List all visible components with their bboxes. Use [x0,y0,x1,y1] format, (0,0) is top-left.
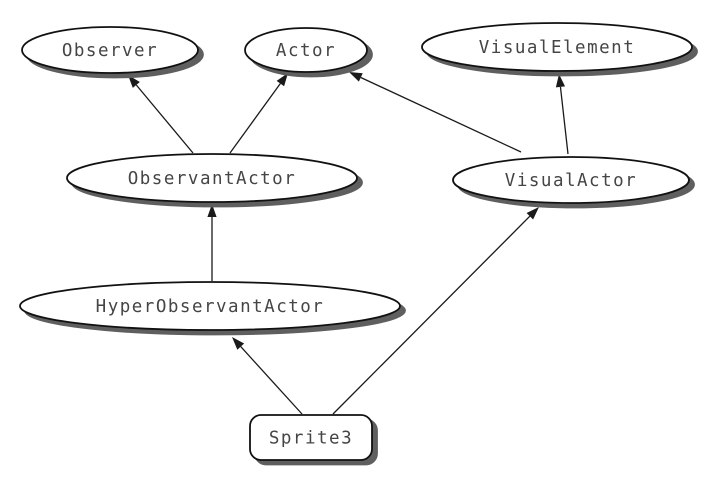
edge-line [229,83,281,154]
node-sprite3: Sprite3 [249,414,378,466]
edge-visual-actor-to-visual-element [555,74,569,155]
node-label: Sprite3 [269,429,353,449]
node-label: VisualActor [505,171,637,191]
node-observer: Observer [21,26,204,79]
arrowhead-icon [232,337,245,350]
edge-sprite3-to-hyper-observant-actor [232,337,303,415]
arrowhead-icon [276,73,288,87]
node-outline [421,22,693,72]
node-outline [19,281,401,331]
arrowhead-icon [128,75,140,88]
node-label: Actor [276,41,336,61]
edge-line [135,84,194,154]
node-visual-element: VisualElement [421,22,698,77]
edge-visual-actor-to-actor [349,72,522,153]
edge-line [360,76,522,153]
node-outline [249,414,373,461]
edge-observant-actor-to-observer [128,75,194,154]
arrowhead-icon [555,74,566,88]
arrowhead-icon [207,204,217,217]
node-layer: Observer Actor VisualElementObservantActor… [19,22,698,466]
edge-line [240,346,303,415]
node-observant-actor: ObservantActor [66,153,363,208]
edge-line [332,215,531,415]
node-hyper-observant-actor: HyperObservantActor [19,281,406,336]
node-outline [66,153,358,203]
node-label: HyperObservantActor [96,297,325,317]
arrowhead-icon [349,72,363,82]
node-visual-actor: VisualActor [452,156,695,209]
node-outline [452,156,690,204]
node-label: Observer [62,41,158,61]
node-label: VisualElement [479,38,635,58]
edge-hyper-observant-actor-to-observant-actor [207,204,217,281]
node-outline [244,27,368,73]
arrowhead-icon [526,207,539,220]
edge-sprite3-to-visual-actor [332,207,539,415]
node-label: ObservantActor [128,169,297,189]
edge-line [559,86,569,155]
node-outline [21,26,199,74]
edge-observant-actor-to-actor [229,73,288,154]
edge-layer [128,72,569,415]
node-actor: Actor [244,27,373,78]
